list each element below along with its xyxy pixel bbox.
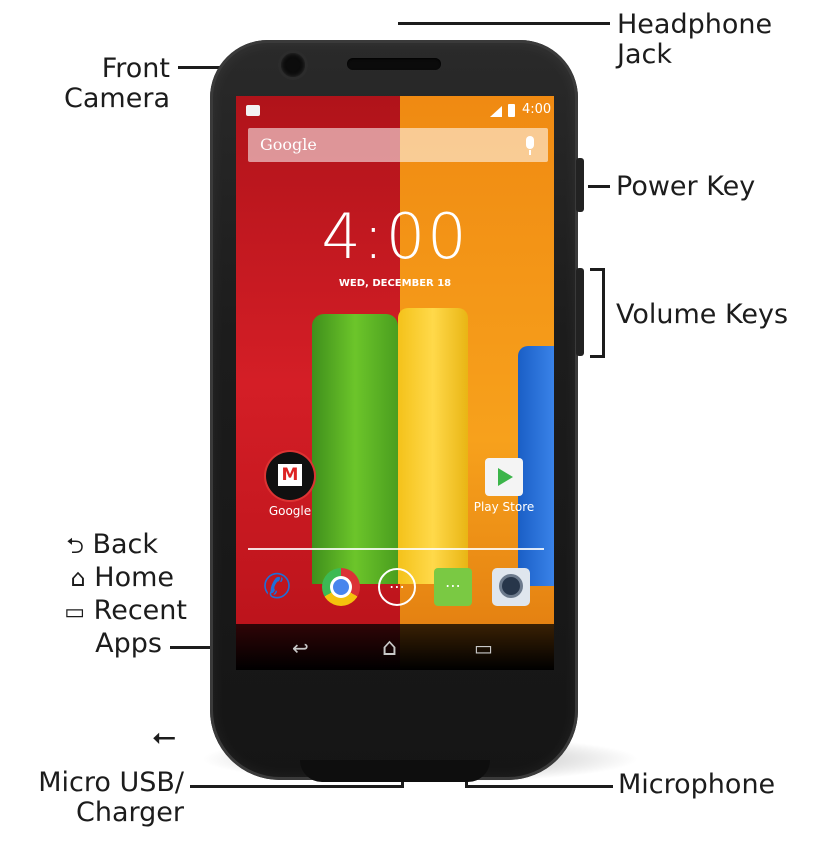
signal-icon: [490, 106, 502, 117]
mic-icon[interactable]: [526, 136, 534, 155]
notification-icon: [246, 105, 260, 116]
google-search-bar[interactable]: Google: [248, 128, 548, 162]
clock-widget: 4:00: [321, 200, 469, 273]
back-label: ⮌ Back: [66, 529, 158, 560]
home-icon: ⌂: [70, 564, 86, 592]
status-time: 4:00: [522, 102, 552, 117]
earpiece: [347, 58, 441, 70]
date-widget: WED, DECEMBER 18: [338, 278, 452, 289]
headphone-jack-leader: [398, 22, 610, 25]
gmail-folder-icon: [266, 452, 314, 500]
power-key-label: Power Key: [616, 171, 756, 202]
mic-leader-h: [465, 785, 613, 788]
app-play-store[interactable]: Play Store: [464, 458, 544, 514]
wallpaper-yellow: [398, 308, 468, 584]
back-icon: ⮌: [66, 534, 84, 559]
hangouts-icon[interactable]: ⋯: [434, 568, 472, 606]
search-label: Google: [260, 135, 317, 154]
microphone-label: Microphone: [618, 769, 776, 800]
nav-bar: ↩ ⌂ ▭: [236, 624, 554, 670]
app-label-google: Google: [268, 504, 312, 518]
nav-recent-icon[interactable]: ▭: [474, 636, 493, 660]
volume-keys-label: Volume Keys: [616, 299, 789, 330]
wallpaper-blue: [518, 346, 554, 586]
play-store-icon: [485, 458, 523, 496]
power-key-leader: [588, 185, 610, 188]
app-label-play-store: Play Store: [473, 500, 535, 514]
chrome-icon[interactable]: [322, 568, 360, 606]
usb-leader-h: [190, 785, 404, 788]
nav-home-icon[interactable]: ⌂: [382, 633, 398, 661]
camera-icon[interactable]: [492, 568, 530, 606]
recent-apps-icon: ▭: [64, 600, 86, 625]
front-camera-lens: [281, 53, 305, 77]
wallpaper-green: [312, 314, 398, 584]
micro-usb-label: Micro USB/Charger: [38, 767, 184, 828]
recent-apps-label: ▭ Recent: [64, 595, 187, 626]
apps-label: Apps: [95, 628, 162, 659]
phone-bottom: [300, 760, 490, 782]
phone-icon[interactable]: ✆: [262, 567, 292, 607]
status-bar: 4:00: [236, 96, 554, 124]
nav-back-icon[interactable]: ↩: [292, 636, 309, 660]
battery-icon: [508, 104, 515, 117]
power-key: [576, 158, 584, 212]
phone-screen: 4:00 Google 4:00 WED, DECEMBER 18 Google…: [236, 96, 554, 670]
volume-keys-bracket: [590, 268, 605, 358]
nav-leader: [170, 646, 236, 649]
usb-icon: ⭠: [152, 719, 176, 754]
app-google-folder[interactable]: Google: [250, 452, 330, 518]
volume-keys: [576, 268, 584, 356]
dock-divider: [248, 548, 544, 550]
home-label: ⌂ Home: [70, 562, 174, 593]
apps-drawer-icon[interactable]: ⋯: [378, 568, 416, 606]
